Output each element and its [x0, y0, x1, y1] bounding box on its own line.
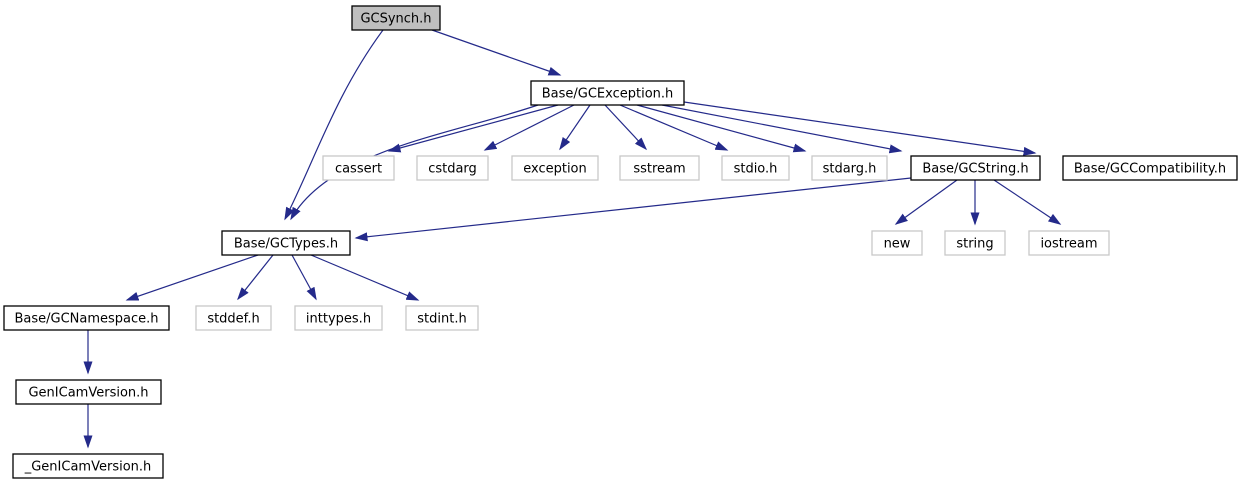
edge-gcexception-to-gcstring — [661, 104, 903, 154]
edge-gctypes-to-gcnamespace — [125, 254, 259, 301]
node-base-gccompatibility-h[interactable]: Base/GCCompatibility.h — [1062, 155, 1238, 181]
node-label: Base/GCString.h — [922, 162, 1028, 177]
node-label: Base/GCTypes.h — [234, 237, 338, 252]
node-label: cstdarg — [428, 162, 477, 177]
node-stdio-h: stdio.h — [721, 155, 790, 181]
node-label: GCSynch.h — [360, 12, 431, 27]
node-label: cassert — [335, 162, 382, 177]
node-box — [221, 230, 351, 256]
node-_genicamversion-h[interactable]: _GenICamVersion.h — [12, 453, 164, 479]
edge-gcexception-to-stdarg — [636, 104, 807, 153]
edge-gctypes-to-inttypes — [291, 254, 317, 301]
node-base-gctypes-h[interactable]: Base/GCTypes.h — [221, 230, 351, 256]
node-box — [721, 155, 790, 181]
node-label: iostream — [1040, 237, 1097, 252]
node-box — [3, 305, 170, 331]
node-box — [195, 305, 272, 331]
node-box — [294, 305, 383, 331]
node-stddef-h: stddef.h — [195, 305, 272, 331]
node-box — [910, 155, 1041, 181]
node-base-gcnamespace-h[interactable]: Base/GCNamespace.h — [3, 305, 170, 331]
node-genicamversion-h[interactable]: GenICamVersion.h — [15, 379, 162, 405]
node-sstream: sstream — [619, 155, 700, 181]
node-box — [416, 155, 489, 181]
node-label: inttypes.h — [306, 312, 371, 327]
node-label: exception — [523, 162, 587, 177]
node-box — [322, 155, 395, 181]
node-box — [511, 155, 599, 181]
edge-gcexception-to-stdio — [619, 104, 729, 151]
node-box — [405, 305, 479, 331]
node-stdint-h: stdint.h — [405, 305, 479, 331]
node-box — [530, 80, 685, 106]
edge-gctypes-to-stdint — [310, 254, 420, 301]
node-box — [15, 379, 162, 405]
node-label: Base/GCNamespace.h — [14, 312, 158, 327]
node-box — [944, 230, 1006, 256]
node-cstdarg: cstdarg — [416, 155, 489, 181]
node-label: Base/GCCompatibility.h — [1074, 162, 1226, 177]
node-box — [619, 155, 700, 181]
node-cassert: cassert — [322, 155, 395, 181]
node-inttypes-h: inttypes.h — [294, 305, 383, 331]
node-box — [1028, 230, 1110, 256]
node-label: Base/GCException.h — [542, 87, 674, 102]
node-label: sstream — [633, 162, 685, 177]
node-gcsynch-h[interactable]: GCSynch.h — [351, 5, 441, 31]
node-box — [12, 453, 164, 479]
node-iostream: iostream — [1028, 230, 1110, 256]
edge-gcexception-to-cstdarg — [483, 104, 575, 151]
edge-gcexception-to-cassert — [387, 104, 559, 153]
edge-gcstring-to-gctypes — [354, 177, 912, 242]
edge-gcexception-to-exception — [559, 104, 591, 151]
node-label: GenICamVersion.h — [28, 386, 148, 401]
edge-gcstring-to-new — [894, 179, 958, 225]
edge-gcexception-to-sstream — [604, 104, 648, 151]
edge-gcsynch-to-gcexception — [431, 29, 562, 76]
edge-gcstring-to-iostream — [993, 179, 1062, 225]
node-label: new — [884, 237, 911, 252]
node-label: string — [956, 237, 993, 252]
node-box — [871, 230, 923, 256]
edge-gcexception-to-gccompatibility — [683, 101, 1037, 156]
node-base-gcexception-h[interactable]: Base/GCException.h — [530, 80, 685, 106]
node-exception: exception — [511, 155, 599, 181]
edge-gcsynch-to-gctypes — [284, 29, 384, 221]
node-label: _GenICamVersion.h — [24, 460, 152, 475]
node-box — [1062, 155, 1238, 181]
node-string: string — [944, 230, 1006, 256]
node-box — [351, 5, 441, 31]
node-new: new — [871, 230, 923, 256]
node-stdarg-h: stdarg.h — [811, 155, 888, 181]
node-box — [811, 155, 888, 181]
node-label: stdint.h — [417, 312, 466, 327]
node-label: stdarg.h — [823, 162, 877, 177]
node-label: stdio.h — [734, 162, 778, 177]
edge-group — [83, 29, 1062, 449]
node-label: stddef.h — [207, 312, 259, 327]
node-base-gcstring-h[interactable]: Base/GCString.h — [910, 155, 1041, 181]
edge-gctypes-to-stddef — [237, 254, 274, 301]
